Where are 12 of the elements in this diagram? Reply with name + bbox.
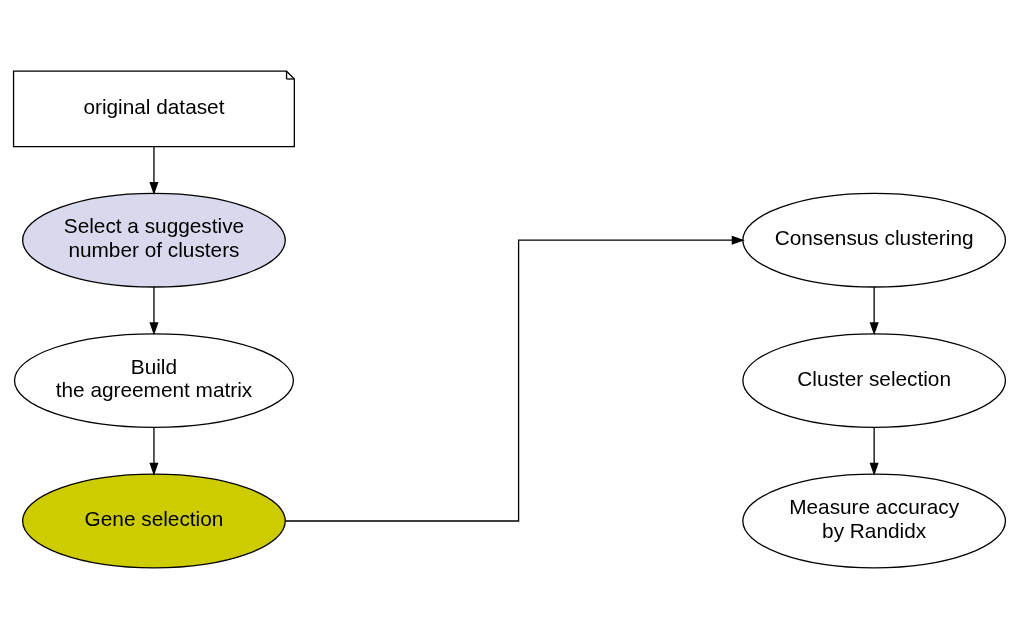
arrow	[149, 286, 159, 336]
node-ellipse: Select a suggestive number of clusters	[22, 192, 286, 288]
node-ellipse: Measure accuracy by Randidx	[742, 473, 1007, 569]
arrow	[149, 427, 159, 476]
node-ellipse: Consensus clustering	[742, 192, 1007, 288]
arrow	[284, 235, 745, 522]
node-ellipse: Cluster selection	[742, 333, 1007, 429]
arrow	[149, 146, 159, 195]
arrow	[869, 427, 879, 476]
node-ellipse: Build the agreement matrix	[13, 333, 295, 429]
arrow	[869, 286, 879, 336]
node-ellipse: Gene selection	[22, 473, 286, 569]
